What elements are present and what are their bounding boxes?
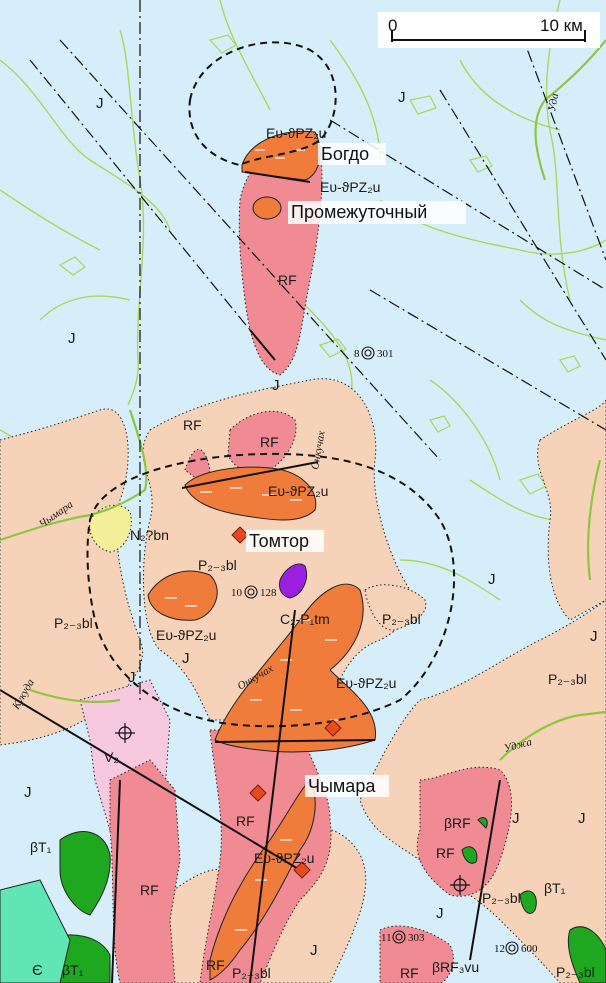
label-permian: P₂₋₃bl xyxy=(382,611,421,627)
label-rf: RF xyxy=(278,272,297,288)
deposit-name-chymara: Чымара xyxy=(308,776,376,796)
label-permian: P₂₋₃bl xyxy=(482,890,521,906)
label-rf: RF xyxy=(183,417,202,433)
label-permian: P₂₋₃bl xyxy=(54,615,93,631)
label-rf: RF xyxy=(236,813,255,829)
label-j: J xyxy=(398,89,406,106)
scale-start-label: 0 xyxy=(388,16,397,35)
carbonatite-unit xyxy=(279,563,307,599)
label-j: J xyxy=(512,810,520,827)
label-brf: βRF xyxy=(444,815,471,831)
well-number: 12 xyxy=(494,943,505,955)
label-neogene: N₂?bn xyxy=(130,527,169,543)
label-intrusive: Eυ-ϑPZ₂u xyxy=(266,125,326,141)
label-intrusive: Eυ-ϑPZ₂u xyxy=(320,179,380,195)
label-permian: P₂₋₃bl xyxy=(232,965,271,981)
volcano-symbols xyxy=(115,723,470,895)
label-intrusive: Eυ-ϑPZ₂u xyxy=(254,850,314,866)
label-rf: RF xyxy=(400,965,419,981)
faults xyxy=(29,0,606,700)
neogene-unit xyxy=(89,504,132,553)
label-j: J xyxy=(24,784,32,801)
label-j: J xyxy=(310,942,318,959)
label-rf: RF xyxy=(140,882,159,898)
unit-labels: J J J J J J J J J J J J J RF RF RF RF RF… xyxy=(24,89,598,981)
label-basalt: βT₁ xyxy=(544,880,566,896)
ore-occurrences xyxy=(231,526,342,879)
label-j: J xyxy=(590,628,598,645)
label-rf: RF xyxy=(260,434,279,450)
label-carbonatite: C₂-P₁tm xyxy=(280,611,330,627)
river-name-uda: Уда xyxy=(546,92,561,113)
label-j: J xyxy=(488,571,496,588)
lake-outlines xyxy=(58,34,581,495)
label-rf: RF xyxy=(436,845,455,861)
well-depth: 600 xyxy=(521,943,538,955)
well-depth: 128 xyxy=(260,587,277,599)
label-permian: P₂₋₃bl xyxy=(198,557,237,573)
deposit-names: Богдо Промежуточный Томтор Чымара xyxy=(246,143,466,797)
solid-faults xyxy=(0,171,501,983)
label-j: J xyxy=(182,650,190,667)
label-j: J xyxy=(578,810,586,827)
label-intrusive: Eυ-ϑPZ₂u xyxy=(268,483,328,499)
well-depth: 303 xyxy=(408,932,425,944)
label-intrusive: Eυ-ϑPZ₂u xyxy=(156,627,216,643)
cambrian-unit xyxy=(0,879,71,983)
label-brf3: βRF₃vu xyxy=(432,959,479,975)
scale-end-label: 10 км xyxy=(540,16,583,35)
anomaly-contours xyxy=(86,41,456,728)
label-rf: RF xyxy=(206,957,225,973)
label-vendian: V₂ xyxy=(104,749,119,765)
well-number: 10 xyxy=(231,587,243,599)
borehole-labels: 8 301 10 128 11 303 12 600 xyxy=(231,348,538,955)
well-depth: 301 xyxy=(377,348,394,360)
main-rivers xyxy=(0,39,606,761)
label-permian: P₂₋₃bl xyxy=(548,671,587,687)
label-permian: P₂₋₃bl xyxy=(556,964,595,980)
label-j: J xyxy=(436,905,444,922)
label-j: J xyxy=(68,330,76,347)
deposit-name-promezhutochny: Промежуточный xyxy=(291,202,427,222)
well-number: 8 xyxy=(354,348,360,360)
borehole-symbols xyxy=(244,346,519,955)
label-intrusive: Eυ-ϑPZ₂u xyxy=(336,675,396,691)
label-cambrian: Є xyxy=(32,962,43,979)
label-j: J xyxy=(96,95,104,112)
well-number: 11 xyxy=(381,932,392,944)
label-j: J xyxy=(272,377,280,394)
deposit-name-tomtor: Томтор xyxy=(249,531,309,551)
label-basalt: βT₁ xyxy=(62,962,84,978)
label-basalt: βT₁ xyxy=(30,839,52,855)
scale-bar: 0 10 км xyxy=(378,12,600,48)
deposit-name-bogdo: Богдо xyxy=(321,144,369,164)
intrusive-dash-pattern xyxy=(165,149,342,931)
label-j: J xyxy=(128,669,136,686)
